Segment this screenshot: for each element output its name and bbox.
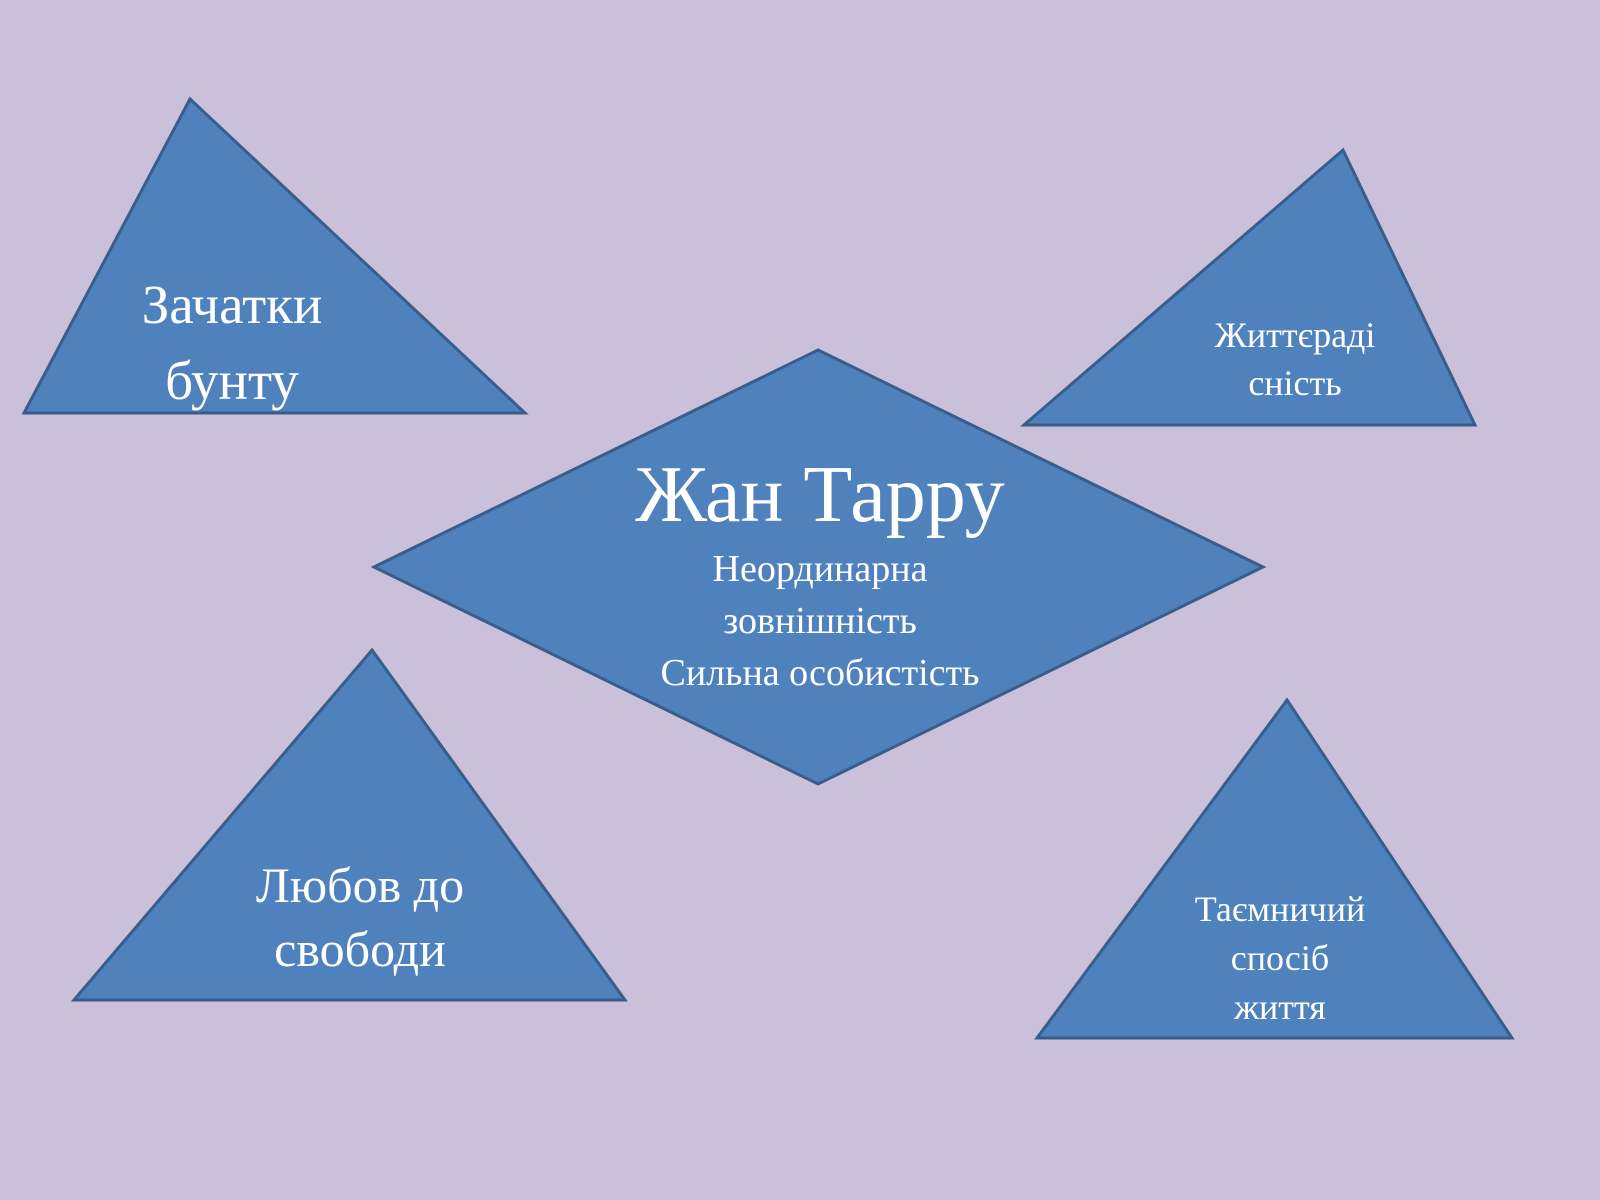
label-line: Зачатки	[141, 274, 323, 335]
label-line: Любов до	[255, 857, 465, 913]
center-diamond	[370, 348, 1267, 786]
label-bottom-left: Любов до свободи	[210, 853, 510, 981]
center-title: Жан Тарру	[635, 451, 1005, 539]
center-line: зовнішність	[723, 600, 917, 642]
label-line: спосіб	[1230, 938, 1330, 978]
triangle-top-left	[21, 96, 529, 415]
label-bottom-right: Таємничий спосіб життя	[1160, 885, 1400, 1032]
label-line: бунту	[165, 350, 299, 411]
label-center: Жан Тарру Неординарна зовнішність Сильна…	[560, 447, 1080, 699]
triangle-top-right	[1019, 147, 1478, 427]
label-line: сність	[1248, 363, 1342, 403]
label-line: життя	[1234, 987, 1326, 1027]
center-line: Неординарна	[712, 548, 928, 590]
center-line: Сильна особистість	[660, 652, 980, 694]
label-top-left: Зачатки бунту	[112, 267, 352, 419]
triangle-bottom-left	[70, 647, 628, 1002]
label-top-right: Життєраді сність	[1175, 311, 1415, 407]
label-line: Таємничий	[1194, 889, 1366, 929]
triangle-bottom-right	[1034, 697, 1515, 1040]
label-line: Життєраді	[1214, 315, 1376, 355]
label-line: свободи	[274, 921, 446, 977]
